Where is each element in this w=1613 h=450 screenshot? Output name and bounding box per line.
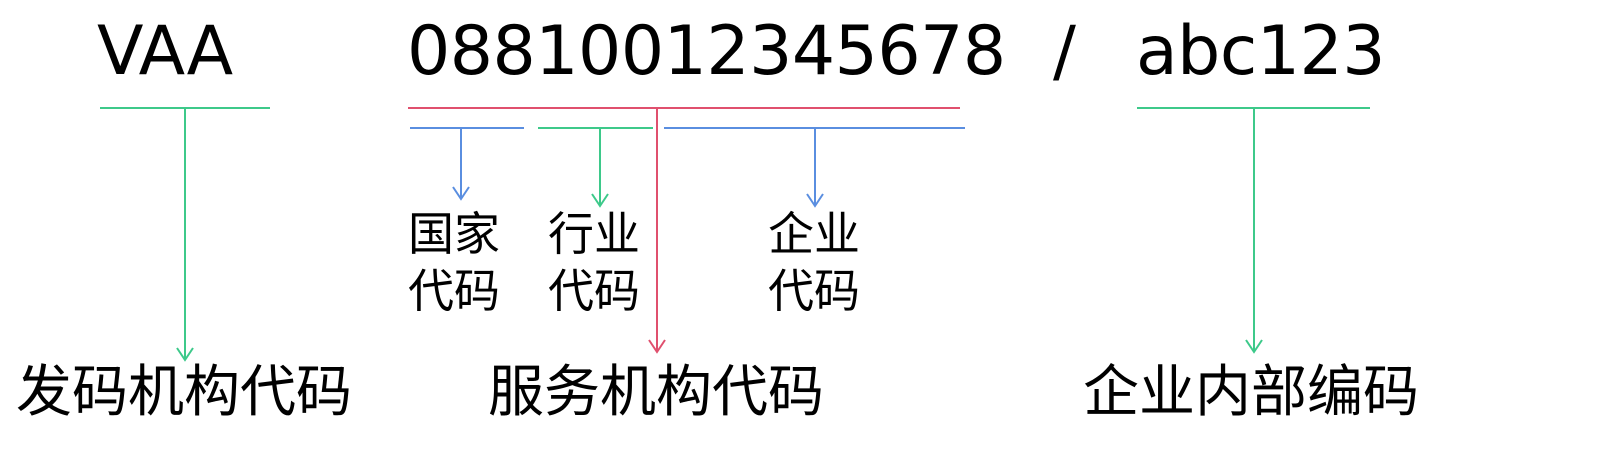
service-connector bbox=[408, 107, 960, 354]
country-code-label-line1: 国家 bbox=[408, 207, 500, 261]
industry-code-label-line2: 代码 bbox=[548, 264, 640, 318]
issuer-label: 发码机构代码 bbox=[16, 360, 352, 425]
internal-connector bbox=[1137, 107, 1370, 354]
industry-code-label-line1: 行业 bbox=[548, 207, 640, 261]
internal-code: abc123 bbox=[1136, 12, 1386, 91]
internal-label: 企业内部编码 bbox=[1083, 360, 1419, 425]
enterprise-connector bbox=[664, 127, 965, 208]
service-label: 服务机构代码 bbox=[488, 360, 824, 425]
country-code-label-line2: 代码 bbox=[408, 264, 500, 318]
issuer-connector bbox=[100, 107, 270, 362]
enterprise-code-label-line2: 代码 bbox=[768, 264, 860, 318]
country-connector bbox=[410, 127, 524, 201]
industry-connector bbox=[538, 127, 653, 208]
issuer-code: VAA bbox=[97, 12, 233, 91]
code-separator: / bbox=[1053, 12, 1076, 91]
service-code: 08810012345678 bbox=[407, 12, 1006, 91]
enterprise-code-label-line1: 企业 bbox=[768, 207, 860, 261]
